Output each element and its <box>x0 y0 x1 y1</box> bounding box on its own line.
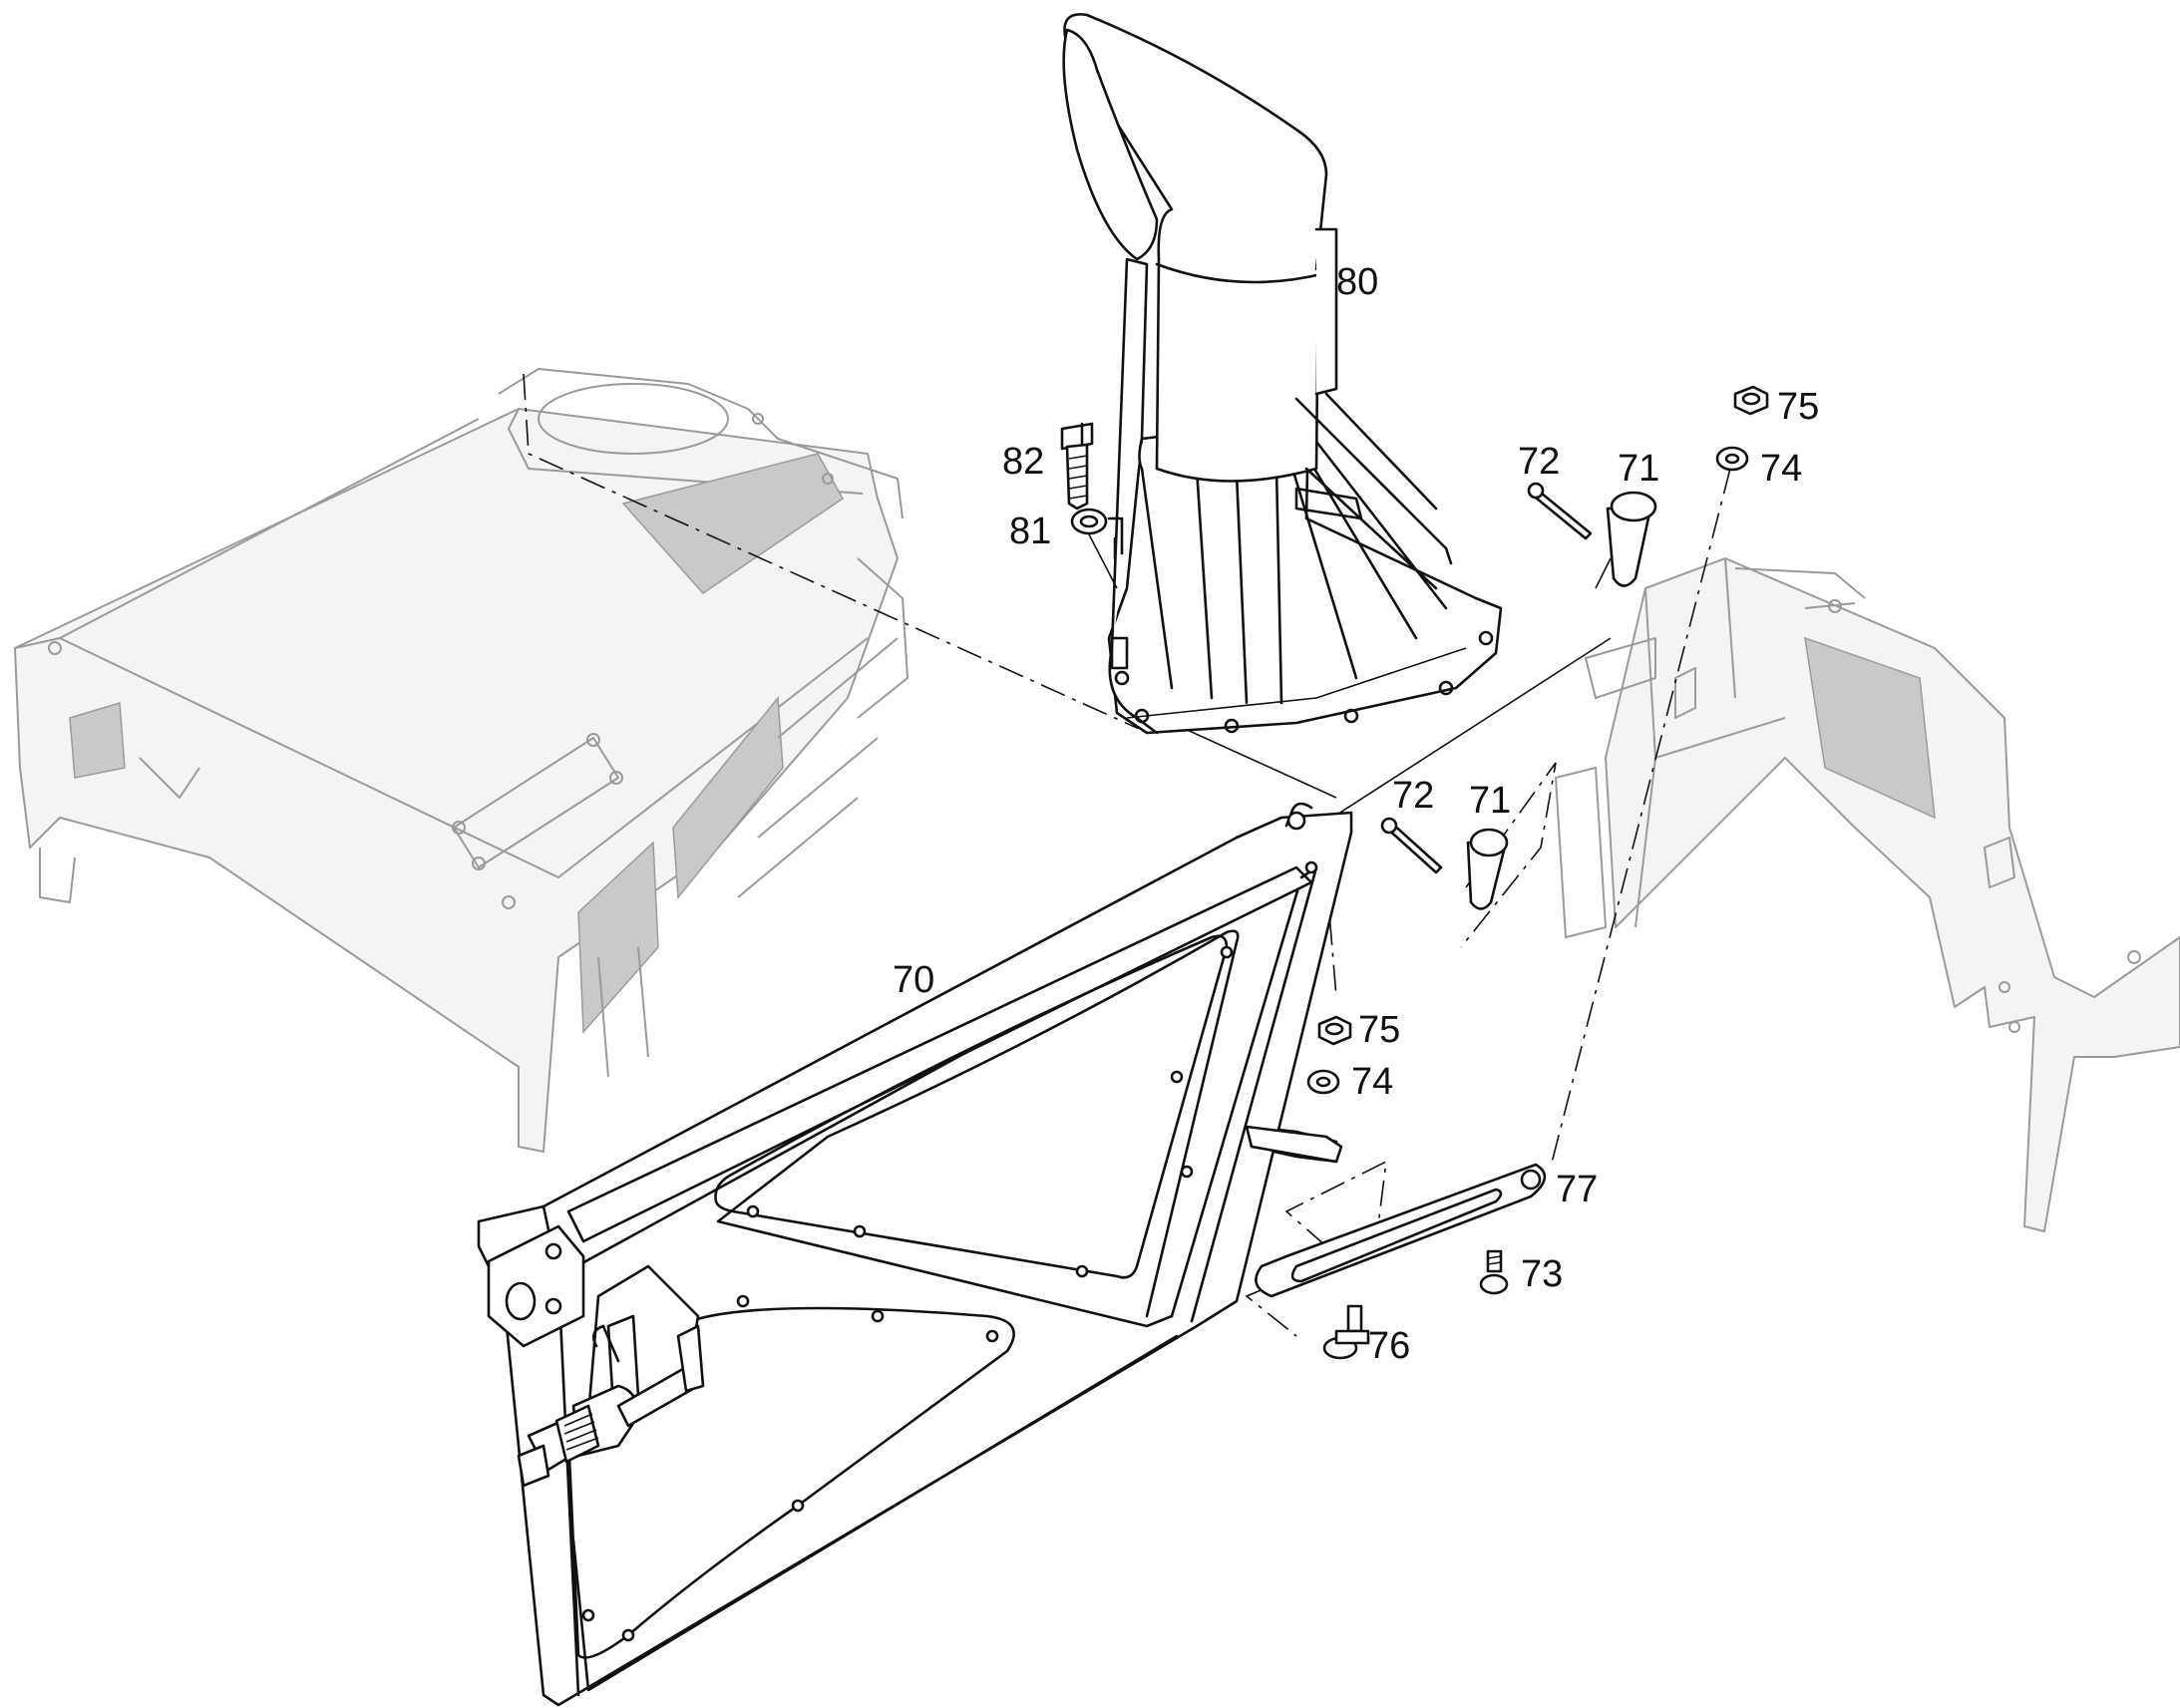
callout-81: 81 <box>1009 511 1051 552</box>
callout-labels: 70 71 71 72 72 73 74 74 75 75 76 77 80 8… <box>893 261 1819 1367</box>
callout-75-lower: 75 <box>1358 1009 1400 1051</box>
bolt-part-82 <box>1060 422 1094 511</box>
screw-part-73 <box>1479 1249 1509 1295</box>
callout-72-lower: 72 <box>1392 775 1434 817</box>
pin-part-71-lower <box>1466 828 1509 910</box>
nut-part-75-lower <box>1317 1015 1352 1046</box>
access-door-panel-part-70 <box>477 802 1353 1707</box>
callout-73: 73 <box>1521 1253 1563 1295</box>
exhaust-duct-part-80 <box>1062 13 1503 735</box>
frame-bracket-ghost <box>1555 557 2180 1232</box>
washer-part-74-lower <box>1306 1069 1340 1095</box>
callout-75-upper: 75 <box>1777 386 1819 428</box>
screw-part-76 <box>1322 1304 1370 1360</box>
callout-71-upper: 71 <box>1618 448 1659 490</box>
callout-72-upper: 72 <box>1518 441 1560 483</box>
callout-74-upper: 74 <box>1760 448 1802 490</box>
callout-77: 77 <box>1556 1169 1598 1210</box>
machine-hood-ghost <box>14 368 908 1153</box>
pin-part-71-upper <box>1606 491 1657 587</box>
nut-part-75-upper <box>1733 385 1769 416</box>
washer-part-81 <box>1070 508 1118 589</box>
cotter-pin-part-72-upper <box>1527 482 1593 540</box>
washer-part-74-upper <box>1715 446 1749 472</box>
callout-74-lower: 74 <box>1351 1061 1393 1103</box>
callout-71-lower: 71 <box>1469 780 1511 822</box>
callout-76: 76 <box>1368 1325 1410 1367</box>
callout-80: 80 <box>1336 261 1378 303</box>
callout-70: 70 <box>893 959 934 1001</box>
cotter-pin-part-72-lower <box>1380 817 1443 874</box>
callout-82: 82 <box>1002 441 1044 483</box>
